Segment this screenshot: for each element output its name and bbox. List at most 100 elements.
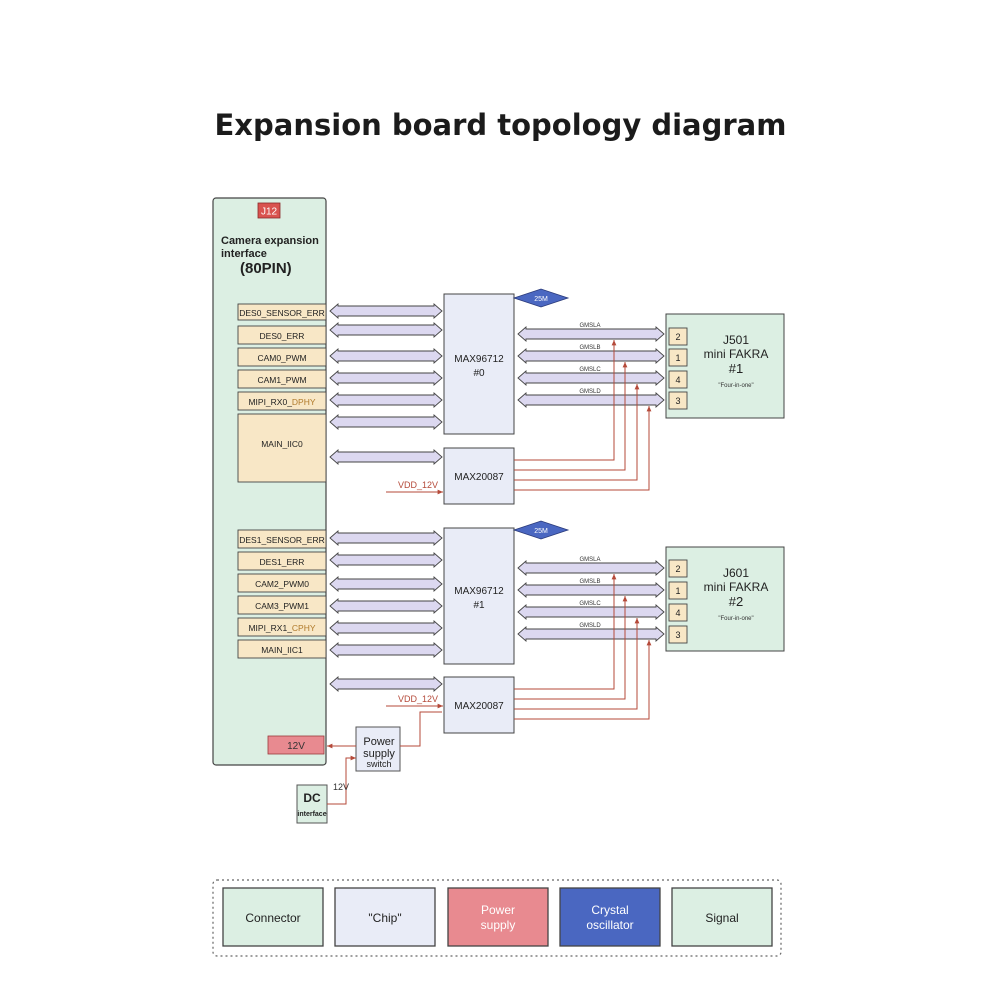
signal-des0-err: DES0_ERR [237,325,327,345]
power-line-to-vdd [400,711,442,747]
bus-arrow-4 [329,392,443,408]
fakra-pin-number: 1 [675,353,680,363]
gmsl-link-1 [517,582,665,598]
gmsl-link-label: GMSLB [579,579,600,585]
group-1: DES1_SENSOR_ERR DES1_ERR CAM2_PWM0CAM3_PWM… [237,520,785,734]
deserializer-name: MAX96712 [454,354,504,365]
legend-frame [212,879,782,957]
connector-name-line1: Camera expansion [221,235,319,247]
group-0: DES0_SENSOR_ERR DES0_ERR CAM0_PWM CAM1_PWM M… [237,288,785,505]
power-supply-switch: Power supply switch [355,726,401,772]
signal-label: DES0_SENSOR_ERR [239,308,325,318]
gmsl-link-label: GMSLB [579,345,600,351]
power-switch-line2: supply [363,748,395,760]
gmsl-link-label: GMSLD [579,389,601,395]
power-chip: MAX20087 [443,447,515,505]
fakra-pin-number: 3 [675,630,680,640]
dc-line1: DC [303,791,321,805]
fakra-pin: 4 [668,370,688,389]
signal-des1-err: DES1_ERR [237,551,327,571]
power-switch-line3: switch [366,759,391,769]
power-chip: MAX20087 [443,676,515,734]
diagram-title: Expansion board topology diagram [214,108,787,142]
bus-arrow-6 [329,449,443,465]
legend-label-line2: oscillator [586,918,633,932]
fakra-pin-number: 2 [675,564,680,574]
legend-item-1: "Chip" [334,887,436,947]
bus-arrow-3 [329,370,443,386]
legend-label: Connector [245,911,300,925]
power-feed-line [514,640,652,720]
fakra-pin: 1 [668,348,688,367]
signal-label: CAM3_PWM1 [255,601,309,611]
dc-line2: interface [297,811,326,818]
bus-arrow-3 [329,598,443,614]
signal-cam0-pwm: CAM0_PWM [237,347,327,367]
power-chip-name: MAX20087 [454,472,504,483]
gmsl-link-label: GMSLD [579,623,601,629]
legend-label-line2: supply [481,918,516,932]
fakra-pin-number: 4 [675,608,680,618]
legend-item-4: Signal [671,887,773,947]
power-chip-name: MAX20087 [454,701,504,712]
deserializer-chip: MAX96712#0 [443,293,515,435]
vdd-label: VDD_12V [398,480,438,490]
fakra-pin: 4 [668,603,688,622]
signal-cam2-pwm0: CAM2_PWM0 [237,573,327,593]
deserializer-chip: MAX96712 #1 [443,527,515,665]
signal-label: DES0_ERR [260,331,305,341]
power-feed-line [514,384,640,481]
crystal-oscillator: 25M [512,520,570,540]
bus-arrow-5 [329,642,443,658]
fakra-pin-number: 3 [675,396,680,406]
fakra-pin: 2 [668,559,688,578]
deserializer-index: #1 [473,600,485,611]
power-feed-line [514,362,628,471]
signal-label: MAIN_IIC0 [261,439,303,449]
signal-label: CAM2_PWM0 [255,579,309,589]
bus-arrow-1 [329,322,443,338]
fakra-type: mini FAKRA [704,347,769,361]
fakra-type: mini FAKRA [704,580,769,594]
gmsl-link-2 [517,604,665,620]
gmsl-link-label: GMSLC [579,367,601,373]
bus-arrow-2 [329,576,443,592]
fakra-pin: 3 [668,625,688,644]
gmsl-link-label: GMSLC [579,601,601,607]
signal-label: CAM1_PWM [257,375,306,385]
dc-to-switch-line [327,755,356,805]
legend-item-0: Connector [222,887,324,947]
power-feed-line [514,406,652,491]
gmsl-link-1 [517,348,665,364]
gmsl-link-0 [517,560,665,576]
fakra-pin-number: 4 [675,375,680,385]
fakra-note: "Four-in-one" [718,383,753,389]
fakra-index: #1 [729,361,743,376]
fakra-pin-number: 2 [675,332,680,342]
fakra-pin-number: 1 [675,586,680,596]
gmsl-link-0 [517,326,665,342]
signal-cam1-pwm: CAM1_PWM [237,369,327,389]
signal-cam3-pwm1: CAM3_PWM1 [237,595,327,615]
deserializer-name: MAX96712 [454,586,504,597]
legend: Connector"Chip"PowersupplyCrystaloscilla… [212,879,782,957]
signal-label: DES1_SENSOR_ERR [239,535,325,545]
signal-des0-sensor-err: DES0_SENSOR_ERR [237,303,327,321]
signal-mipi-rx1: MIPI_RX1_CPHY [237,617,327,637]
power-feed-line [514,574,617,690]
fakra-pin: 3 [668,391,688,410]
fakra-pin: 2 [668,327,688,346]
fakra-name: J601 [723,566,749,580]
signal-label: MIPI_RX0_DPHY [248,397,315,407]
signal-label: MIPI_RX1_CPHY [248,623,315,633]
signal-label: MAIN_IIC1 [261,645,303,655]
connector-name-line2: interface [221,248,267,260]
crystal-frequency: 25M [534,528,548,535]
connector-12v-label: 12V [287,741,305,752]
fakra-index: #2 [729,594,743,609]
bus-arrow-5 [329,414,443,430]
bus-arrow-6 [329,676,443,692]
power-switch-line1: Power [363,736,395,748]
